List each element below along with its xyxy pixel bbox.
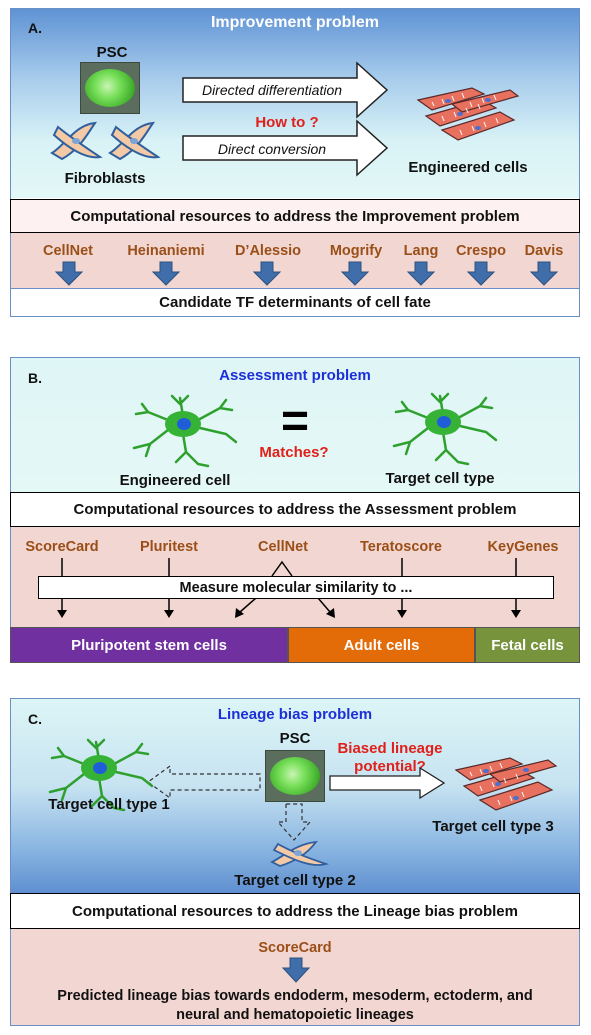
tool-cellnet-b: CellNet <box>258 539 308 555</box>
tool-lang: Lang <box>403 243 439 259</box>
neuron-icon-engineered <box>132 394 238 468</box>
target-cell-type-label: Target cell type <box>385 470 495 487</box>
panel-c-frame <box>10 698 580 1026</box>
psc-colony-icon <box>80 62 140 114</box>
lineage-output-line-2: neural and hematopoietic lineages <box>176 1007 414 1023</box>
panel-b <box>10 357 580 492</box>
adult-cells-box: Adult cells <box>288 627 475 663</box>
lineage-output-line-1: Predicted lineage bias towards endoderm,… <box>57 988 533 1004</box>
down-arrows-a <box>54 261 559 286</box>
tool-dalessio: D’Alessio <box>234 243 302 259</box>
tool-heinaniemi: Heinaniemi <box>127 243 205 259</box>
tool-keygenes: KeyGenes <box>487 539 559 555</box>
target-cell-type-1-label: Target cell type 1 <box>48 796 170 813</box>
panel-b-letter: B. <box>28 370 42 386</box>
directed-differentiation-label: Directed differentiation <box>201 82 343 98</box>
panel-b-title: Assessment problem <box>219 367 371 384</box>
engineered-cell-label: Engineered cell <box>119 472 231 489</box>
tool-teratoscore: Teratoscore <box>360 539 442 555</box>
tool-crespo: Crespo <box>456 243 506 259</box>
tool-pluritest: Pluritest <box>139 539 198 555</box>
fibroblast-icon-target-2 <box>269 840 330 867</box>
tool-cellnet-a: CellNet <box>43 243 93 259</box>
tool-scorecard-b: ScoreCard <box>25 539 99 555</box>
lineage-bias-resources-box: Computational resources to address the L… <box>10 893 580 929</box>
measure-similarity-box: Measure molecular similarity to ... <box>38 576 554 599</box>
tool-mogrify: Mogrify <box>329 243 383 259</box>
assessment-resources-box: Computational resources to address the A… <box>10 492 580 527</box>
tool-davis: Davis <box>524 243 564 259</box>
target-cell-type-3-label: Target cell type 3 <box>432 818 554 835</box>
pluripotent-stem-cells-box: Pluripotent stem cells <box>10 627 288 663</box>
candidate-tf-output: Candidate TF determinants of cell fate <box>10 288 580 317</box>
psc-colony-icon-c <box>265 750 325 802</box>
down-arrow-c <box>281 957 311 983</box>
engineered-cells-label: Engineered cells <box>408 159 528 176</box>
fetal-cells-box: Fetal cells <box>475 627 580 663</box>
panel-c-letter: C. <box>28 711 42 727</box>
how-to-label: How to ? <box>255 114 319 131</box>
direct-conversion-arrow <box>182 119 389 177</box>
direct-conversion-label: Direct conversion <box>217 141 327 157</box>
cardiomyocyte-icon <box>416 87 520 141</box>
target-cell-type-2-label: Target cell type 2 <box>234 872 356 889</box>
biased-lineage-label-1: Biased lineage <box>337 740 443 757</box>
cardiomyocyte-icon-target-3 <box>454 757 558 811</box>
psc-label-a: PSC <box>96 44 128 61</box>
matches-label: Matches? <box>259 444 329 461</box>
psc-label-c: PSC <box>279 730 311 747</box>
neuron-icon-target <box>392 392 498 466</box>
directed-differentiation-arrow <box>182 61 389 119</box>
neuron-icon-target-1 <box>48 738 154 812</box>
panel-c-title: Lineage bias problem <box>217 706 373 723</box>
equals-sign: = <box>280 395 310 448</box>
biased-lineage-label-2: potential? <box>354 758 426 775</box>
panel-a-letter: A. <box>28 20 42 36</box>
improvement-resources-box: Computational resources to address the I… <box>10 199 580 233</box>
fibroblasts-label: Fibroblasts <box>64 170 146 187</box>
tool-scorecard-c: ScoreCard <box>258 940 332 956</box>
lineage-arrows <box>146 764 446 841</box>
tool-connector-lines <box>57 558 521 618</box>
fibroblast-icon <box>50 121 161 161</box>
panel-a-title: Improvement problem <box>210 14 380 31</box>
